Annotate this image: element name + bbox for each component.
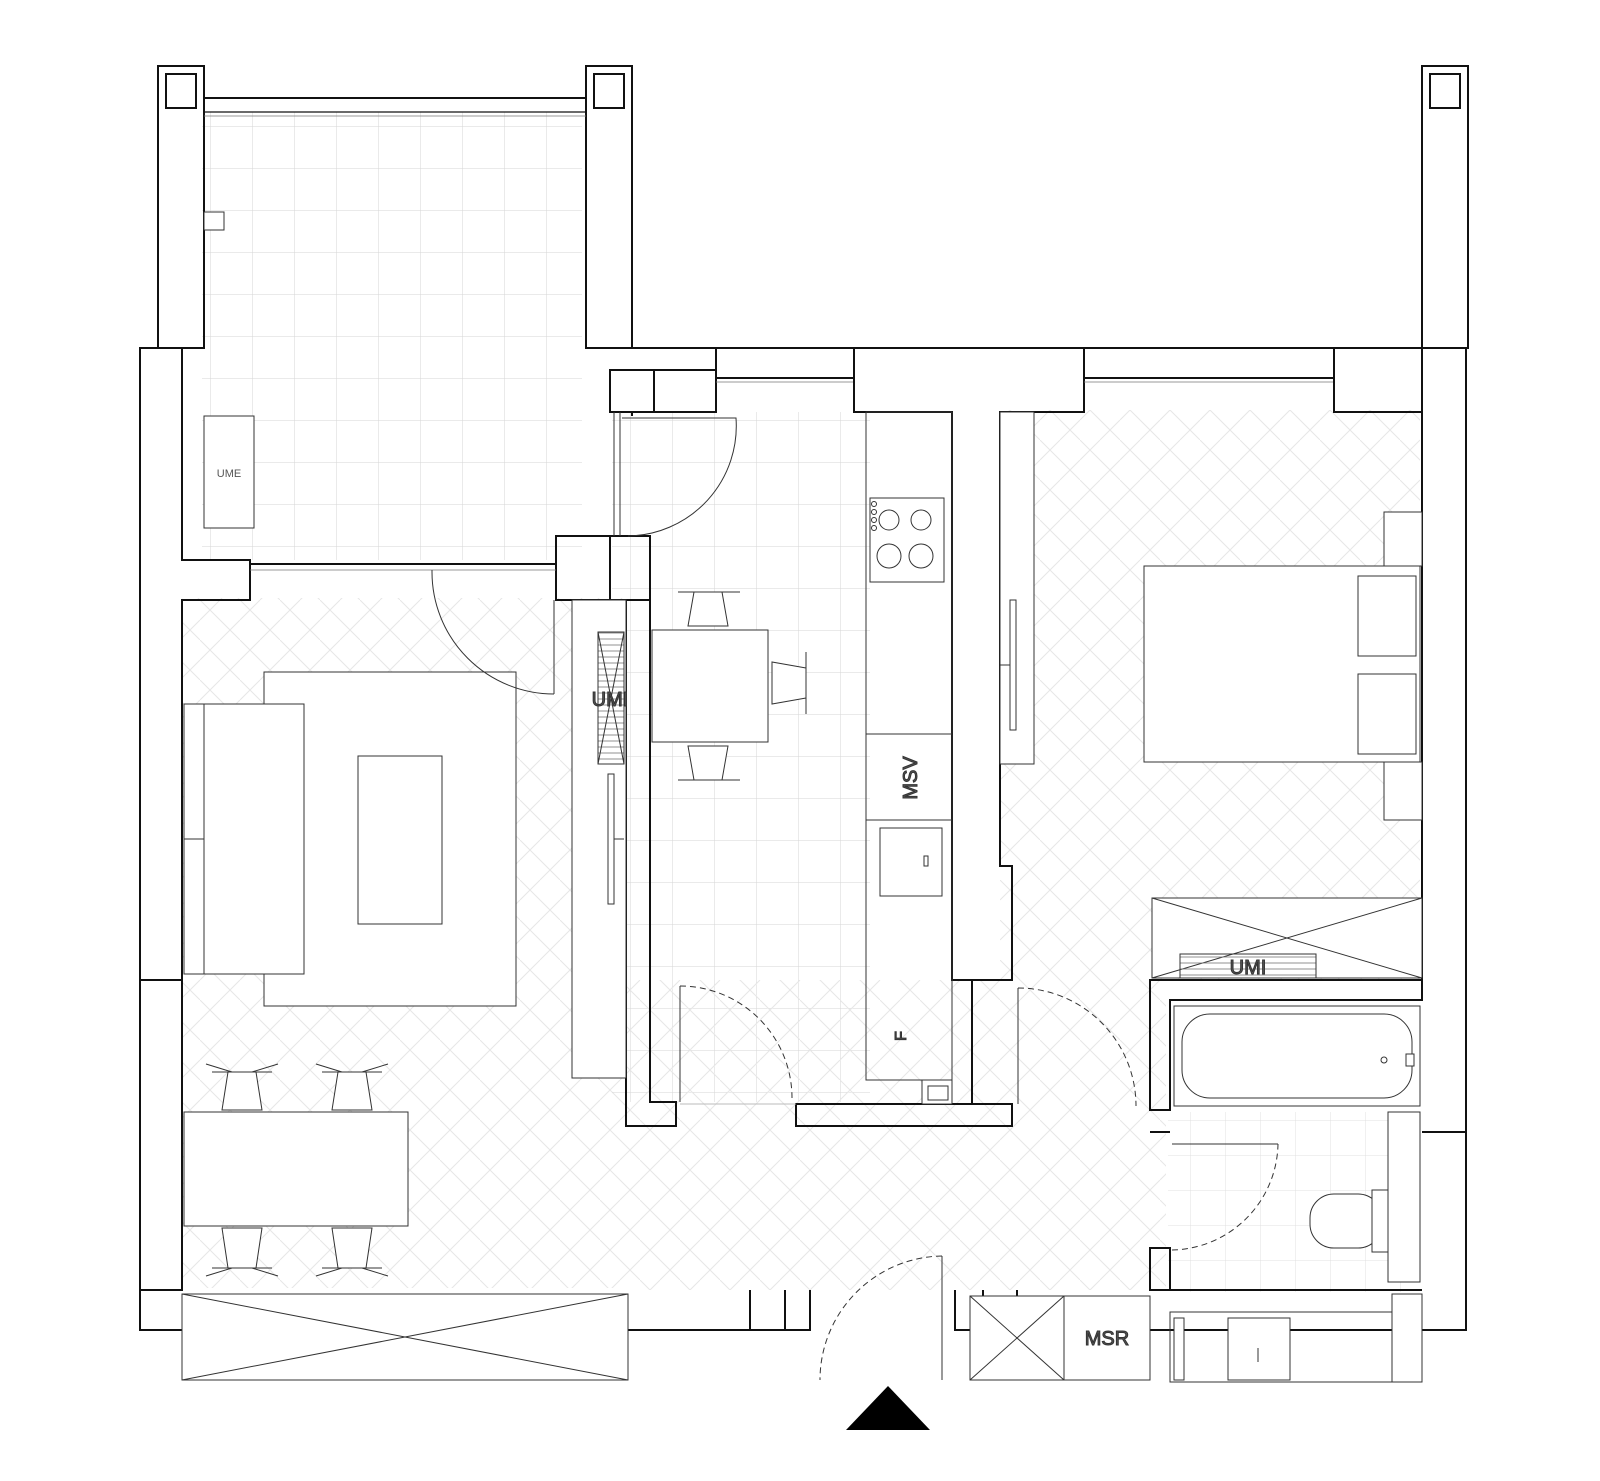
balcony-tiles [202,112,582,560]
kitchen-left-partition [625,599,677,1127]
living-room-door [431,570,555,695]
walls [139,65,1469,1331]
bedroom-tv [1009,599,1017,731]
pillow [1357,673,1417,755]
cooktop [869,497,945,583]
kitchen-sink [879,827,943,897]
hall-utility-label: UMI [592,689,629,711]
left-outer-wall [139,347,251,1291]
hallway-floor [626,980,1166,1290]
dining-chair [205,1227,279,1277]
bedroom-wardrobe [999,411,1035,765]
entrance-triangle-icon [846,1386,930,1430]
pillow [1357,575,1417,657]
hallway: MSR [819,1255,1151,1381]
dining-chair [315,1063,389,1111]
dining-chair [315,1227,389,1277]
dishwasher [865,733,953,821]
dishwasher-label: MSV [900,756,922,800]
nightstand [1383,511,1423,567]
bedroom-utility-label: UMI [1230,957,1267,979]
washing-machine-cabinet [1063,1295,1151,1381]
bedroom-door [1017,987,1137,1107]
top-wall-left [586,347,717,416]
coffee-table [357,755,443,925]
balcony-bracket [203,211,225,231]
fridge-label: F [893,1031,910,1041]
washbasin [1169,1311,1423,1383]
balcony-utility-cabinet [203,415,255,529]
toilet [1309,1193,1383,1249]
balcony: UME [203,211,621,536]
kitchen-chair [771,652,807,714]
bathroom-cabinet [1387,1111,1421,1283]
bathroom-walls [1149,979,1423,1111]
kitchen-chair [678,745,740,781]
kitchen-chair [678,591,740,627]
kitchen-door [679,985,793,1099]
dining-chair [205,1063,279,1111]
bathroom [1150,1005,1423,1383]
nightstand [1383,761,1423,821]
washing-machine-label: MSR [1085,1328,1129,1350]
right-outer-wall [1422,347,1467,1331]
living-room: UMI [181,570,629,1381]
living-room-tv [607,773,615,905]
kitchen-table [651,629,769,743]
bedroom: UMI [999,411,1423,1107]
kitchen: MSV F [622,411,953,1105]
balcony-door [622,417,737,537]
dining-table [183,1111,409,1227]
balcony-utility-label: UME [217,468,241,480]
bathroom-door [1171,1143,1279,1251]
